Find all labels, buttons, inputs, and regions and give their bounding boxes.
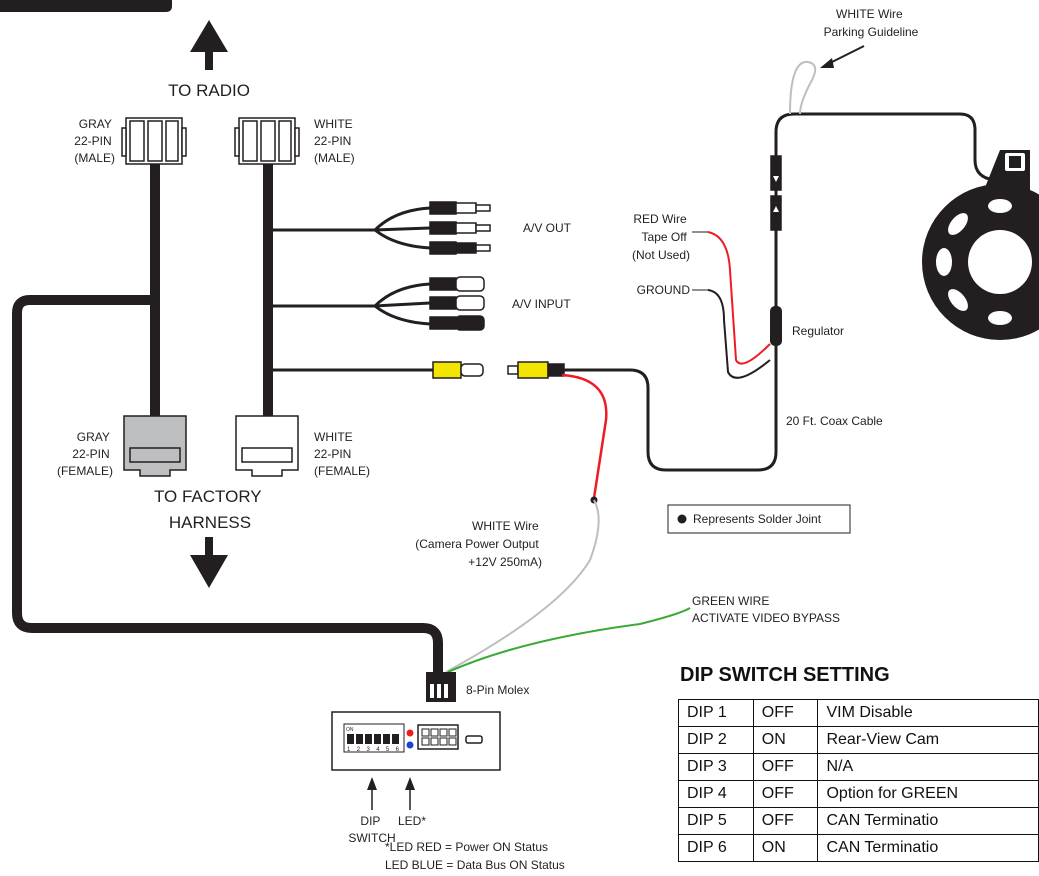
white-parking-wire — [789, 60, 817, 115]
coax-label: 20 Ft. Coax Cable — [786, 414, 883, 428]
yellow-rca-connection — [432, 361, 565, 379]
led-notes: *LED RED = Power ON Status LED BLUE = Da… — [385, 840, 565, 872]
led-red-icon — [406, 729, 414, 737]
ground-label: GROUND — [637, 283, 691, 297]
molex-connector — [426, 672, 456, 702]
gray-22pin-female-connector — [123, 415, 187, 477]
av-out-rca-plugs — [429, 201, 491, 255]
white-22pin-male-connector — [234, 117, 300, 165]
av-input-label: A/V INPUT — [512, 297, 571, 311]
white-wire-camera-label: WHITE Wire (Camera Power Output +12V 250… — [415, 519, 542, 569]
to-radio-label: TO RADIO — [168, 81, 250, 100]
white-22pin-female-connector — [235, 415, 299, 477]
camera-icon — [922, 150, 1039, 340]
up-arrow-icon — [190, 20, 228, 70]
led-label: LED* — [398, 814, 426, 828]
red-power-wire — [561, 373, 608, 499]
solder-legend-text: Represents Solder Joint — [693, 512, 822, 526]
gray-male-label: GRAY 22-PIN (MALE) — [74, 117, 115, 165]
main-harness-cables — [12, 160, 443, 672]
regulator-label: Regulator — [792, 324, 844, 338]
av-input-rca-jacks — [429, 276, 485, 331]
dip-switch-block: ON 1 2 3 4 5 6 — [343, 723, 405, 753]
to-factory-harness-label: TO FACTORY HARNESS — [154, 487, 266, 532]
module-on-text: ON — [346, 727, 354, 733]
gray-22pin-male-connector — [121, 117, 187, 165]
dip-switch-label: DIP SWITCH — [348, 814, 395, 845]
white-female-label: WHITE 22-PIN (FEMALE) — [314, 430, 370, 478]
red-tape-off-wire — [707, 231, 771, 365]
header-tab — [0, 0, 172, 12]
green-bypass-wire — [447, 607, 691, 673]
solder-legend: Represents Solder Joint — [667, 504, 851, 534]
led-blue-icon — [406, 741, 414, 749]
ground-wire — [707, 289, 771, 379]
module-numbers-text: 1 2 3 4 5 6 — [347, 747, 400, 753]
down-arrow-icon — [190, 537, 228, 588]
gray-female-label: GRAY 22-PIN (FEMALE) — [57, 430, 113, 478]
molex-label: 8-Pin Molex — [466, 683, 529, 697]
av-out-label: A/V OUT — [523, 221, 572, 235]
coax-cable — [564, 112, 996, 472]
interface-module: ON 1 2 3 4 5 6 — [331, 711, 501, 771]
white-male-label: WHITE 22-PIN (MALE) — [314, 117, 356, 165]
red-wire-label: RED Wire Tape Off (Not Used) — [632, 212, 690, 262]
dip-pointer-arrow-icon — [367, 777, 377, 810]
green-wire-label: GREEN WIRE ACTIVATE VIDEO BYPASS — [692, 594, 840, 625]
parking-wire-arrow — [820, 45, 865, 68]
white-wire-parking-label: WHITE Wire Parking Guideline — [824, 7, 919, 39]
regulator — [770, 306, 782, 346]
branch-wires — [268, 206, 433, 372]
inline-connector — [770, 155, 782, 231]
led-pointer-arrow-icon — [405, 777, 415, 810]
white-camera-power-wire — [445, 499, 600, 673]
